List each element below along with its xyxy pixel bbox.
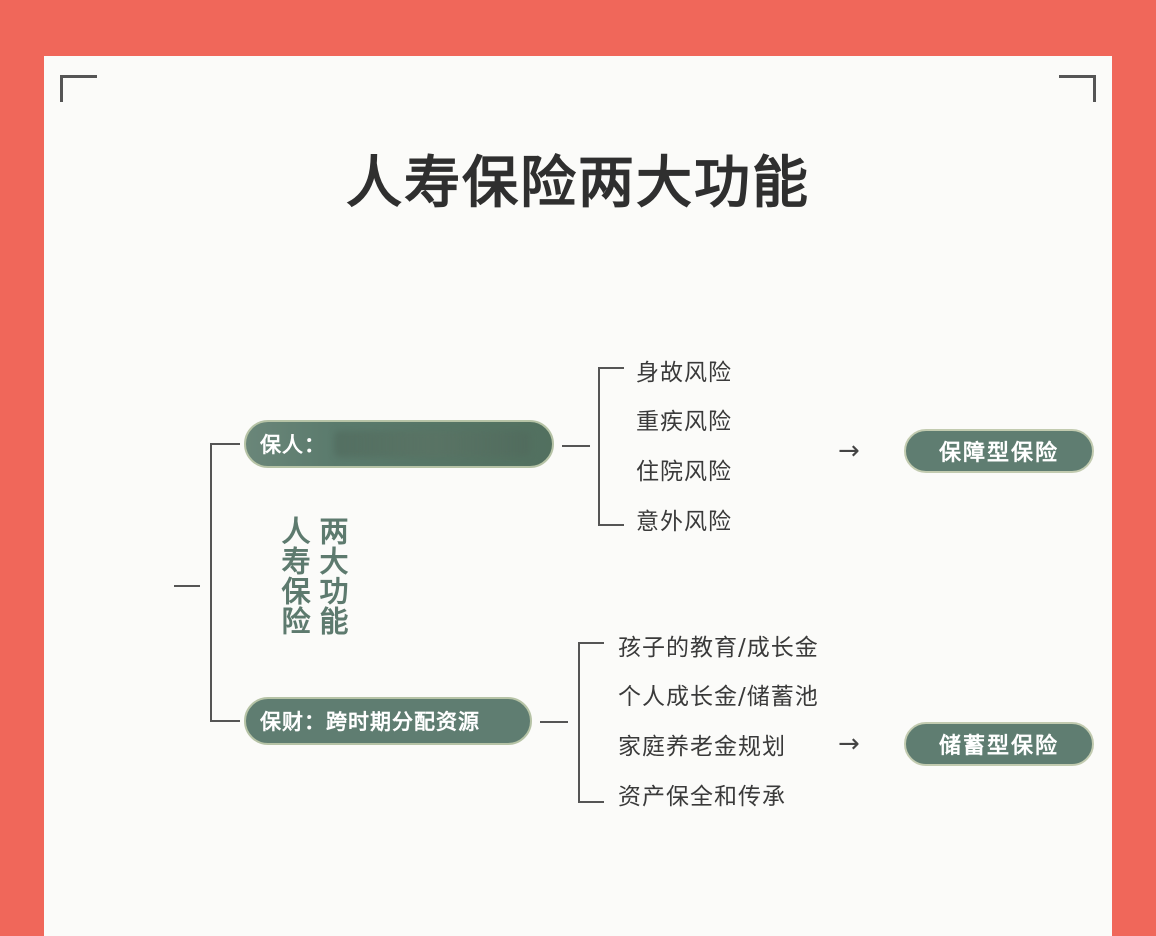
connector-root [174,585,200,587]
blurred-text [334,431,530,457]
result-savings-insurance: 储蓄型保险 [904,722,1094,766]
bracket-branch-1-top [598,367,624,369]
branch-protect-wealth-label: 保财：跨时期分配资源 [260,710,480,734]
connector-branch-1 [562,445,590,447]
bracket-main [210,443,212,722]
bracket-main-top [210,443,240,445]
list-item: 身故风险 [636,360,732,386]
list-item: 个人成长金/储蓄池 [618,684,819,710]
connector-branch-2 [540,721,568,723]
root-node: 两大功能 人寿保险 [86,516,349,636]
root-label-right: 两大功能 [315,516,349,636]
list-item: 意外风险 [636,509,732,535]
root-label-left: 人寿保险 [277,516,311,636]
corner-bracket-top-left [60,75,97,102]
bracket-branch-2-bottom [578,801,604,803]
list-item: 资产保全和传承 [618,784,786,810]
list-item: 重疾风险 [636,409,732,435]
page-title: 人寿保险两大功能 [346,151,810,216]
bracket-branch-1 [598,367,600,526]
branch-protect-people: 保人： [244,420,554,468]
bracket-branch-2-top [578,642,604,644]
bracket-branch-1-bottom [598,524,624,526]
arrow-right-icon: → [838,729,860,759]
list-item: 住院风险 [636,459,732,485]
bracket-branch-2 [578,642,580,803]
list-item: 家庭养老金规划 [618,734,786,760]
corner-bracket-top-right [1059,75,1096,102]
list-item: 孩子的教育/成长金 [618,635,819,661]
bracket-main-bottom [210,720,240,722]
branch-protect-wealth: 保财：跨时期分配资源 [244,697,532,745]
content-card: 人寿保险两大功能 两大功能 人寿保险 保人： 身故风险 重疾风险 住院风险 意外… [44,56,1112,936]
branch-protect-people-label: 保人： [260,433,326,457]
arrow-right-icon: → [838,436,860,466]
result-protection-insurance: 保障型保险 [904,429,1094,473]
